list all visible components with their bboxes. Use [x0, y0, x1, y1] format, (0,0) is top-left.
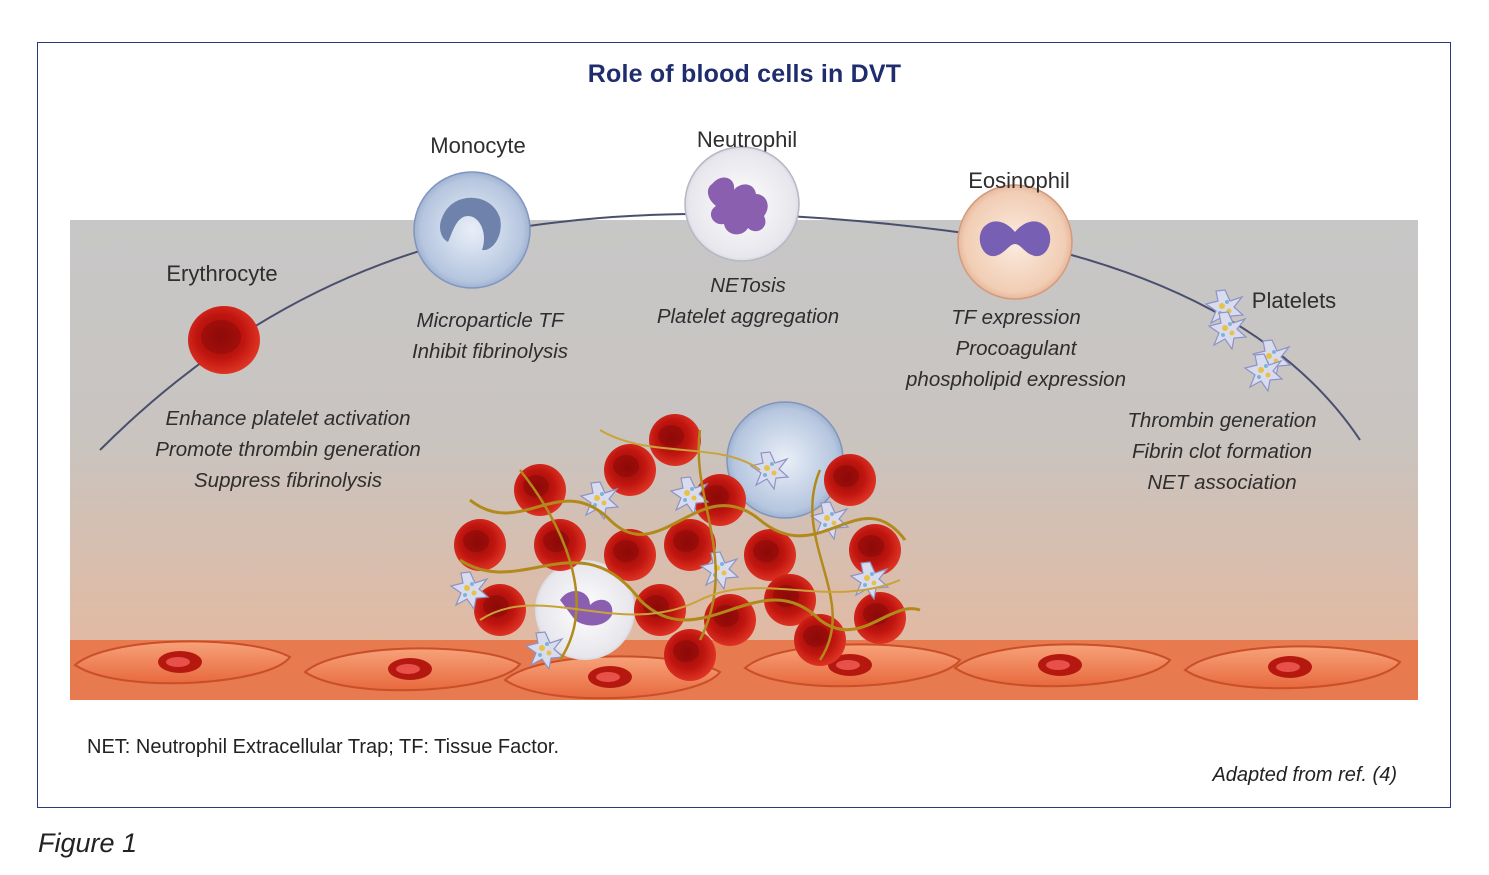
function-item: Platelet aggregation [656, 305, 840, 328]
platelets-name: Platelets [1251, 288, 1337, 313]
figure-title: Role of blood cells in DVT [587, 60, 902, 88]
function-item: Inhibit fibrinolysis [411, 340, 569, 363]
eosinophil-name: Eosinophil [968, 168, 1070, 193]
erythrocyte-name: Erythrocyte [166, 261, 278, 286]
platelets-functions: Thrombin generation Fibrin clot formatio… [1127, 405, 1316, 498]
function-item: Fibrin clot formation [1131, 440, 1313, 463]
function-item: Enhance platelet activation [165, 407, 411, 430]
endothelium-icon [70, 640, 1418, 700]
abbreviation-footnote: NET: Neutrophil Extracellular Trap; TF: … [87, 736, 560, 758]
eosinophil-functions: TF expression Procoagulant phospholipid … [906, 302, 1126, 395]
thrombus-icon [450, 401, 921, 681]
neutrophil-name: Neutrophil [696, 127, 798, 152]
function-item: Promote thrombin generation [155, 438, 421, 461]
erythrocyte-functions: Enhance platelet activation Promote thro… [155, 403, 421, 496]
monocyte-functions: Microparticle TF Inhibit fibrinolysis [412, 305, 568, 367]
function-item: Suppress fibrinolysis [193, 469, 382, 492]
function-item: NET association [1147, 471, 1297, 494]
function-item: Procoagulant [955, 337, 1077, 360]
neutrophil-functions: NETosis Platelet aggregation [657, 270, 839, 332]
function-item: TF expression [951, 306, 1081, 329]
monocyte-name: Monocyte [430, 133, 526, 158]
source-citation: Adapted from ref. (4) [1212, 764, 1397, 786]
figure-label: Figure 1 [38, 828, 138, 858]
function-item: NETosis [710, 274, 786, 297]
function-item: Microparticle TF [416, 309, 564, 332]
monocyte-icon [413, 171, 531, 289]
neutrophil-icon [684, 146, 800, 262]
function-item: Thrombin generation [1127, 409, 1317, 432]
function-item: phospholipid expression [906, 368, 1126, 391]
erythrocyte-icon [188, 306, 260, 374]
eosinophil-icon [957, 184, 1073, 300]
